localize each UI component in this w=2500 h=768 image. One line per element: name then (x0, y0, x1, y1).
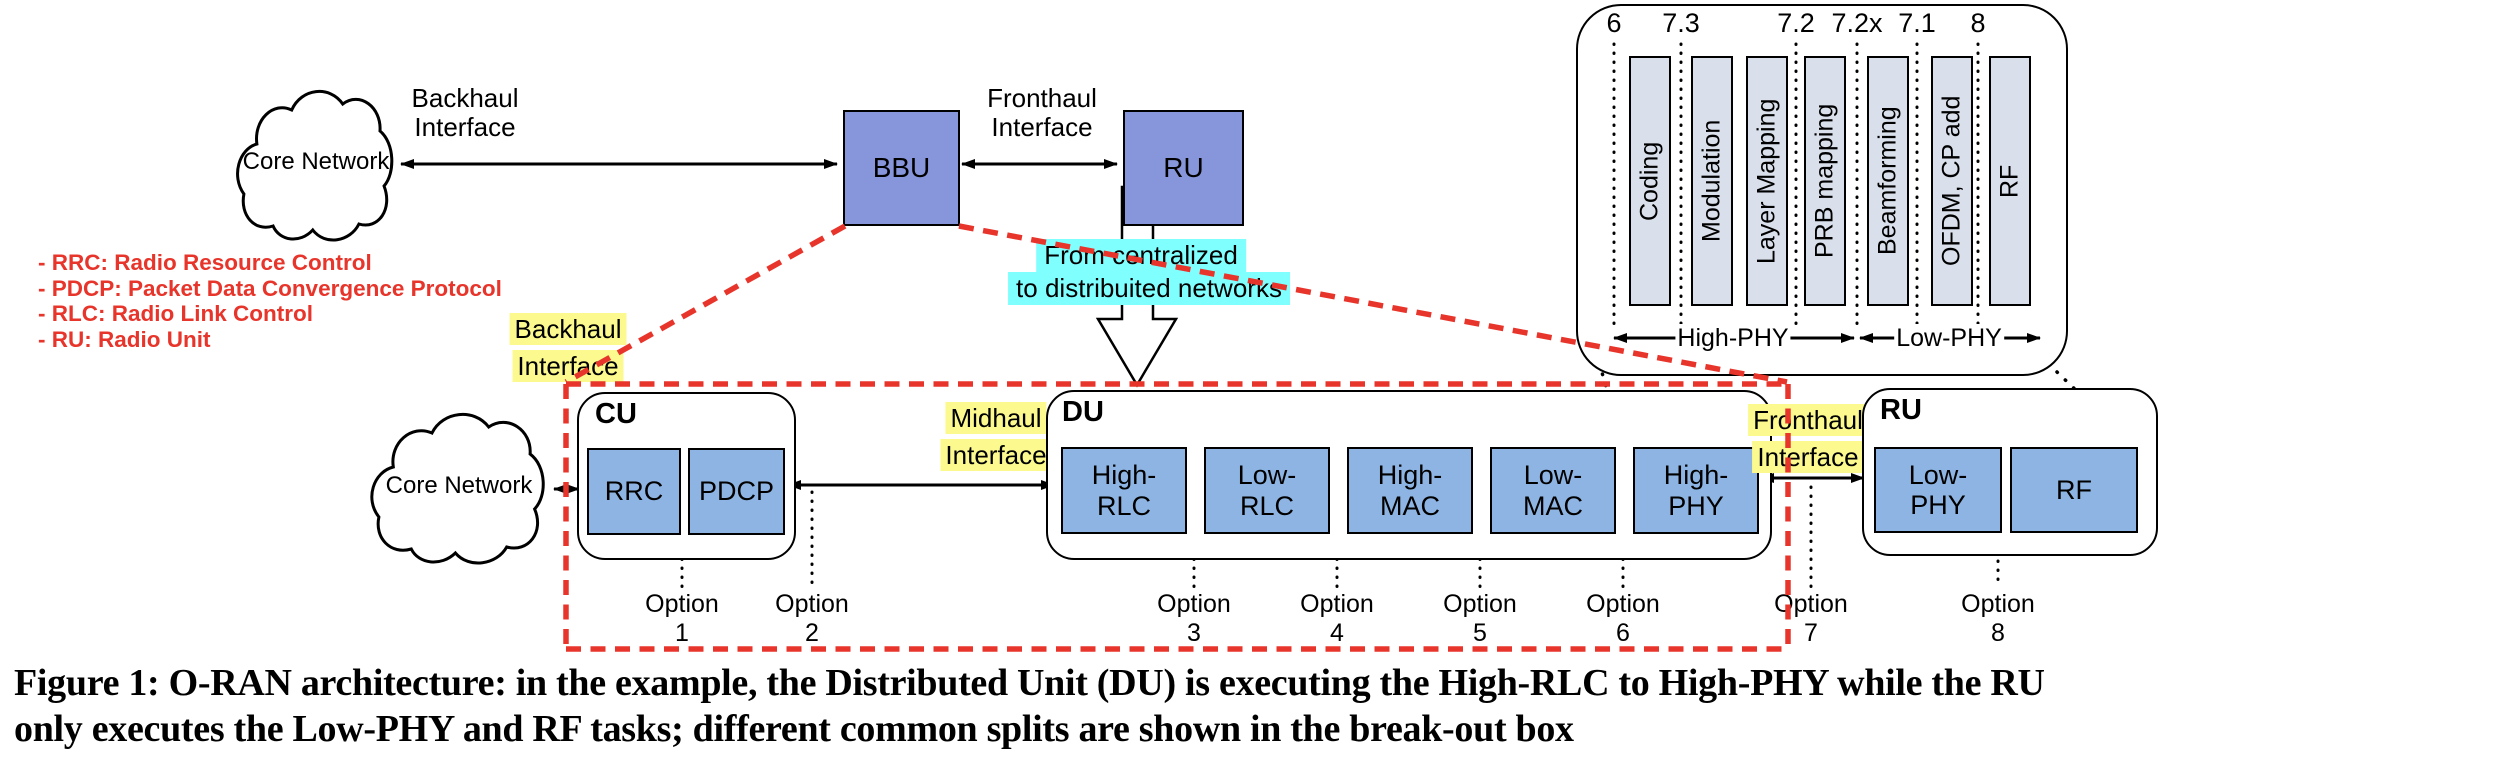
transition-note-line1: From centralized (1036, 239, 1246, 272)
low-rlc-line1: Low- (1237, 460, 1297, 490)
high-phy-range-label: High-PHY (1675, 324, 1791, 353)
high-rlc-line1: High- (1091, 460, 1157, 490)
rrc-box: RRC (587, 448, 681, 535)
rf-box: RF (2010, 447, 2138, 533)
option-1-label: Option 1 (617, 590, 747, 648)
fronthaul-label-line2: Interface (1752, 441, 1864, 473)
breakout-block-prb-mapping: PRB mapping (1804, 56, 1846, 306)
option-number: 5 (1473, 619, 1487, 647)
fronthaul-interface-line1: Fronthaul (987, 83, 1097, 113)
low-phy-box: Low- PHY (1874, 447, 2002, 533)
split-number: 7.1 (1898, 8, 1936, 38)
acronym-legend: - RRC: Radio Resource Control - PDCP: Pa… (38, 250, 502, 352)
ru-box-top: RU (1123, 110, 1244, 226)
split-number: 7.2 (1777, 8, 1815, 38)
high-mac-line1: High- (1377, 460, 1443, 490)
backhaul-interface-line1: Backhaul (411, 83, 519, 113)
option-2-label: Option 2 (747, 590, 877, 648)
cu-title: CU (595, 398, 637, 430)
option-4-label: Option 4 (1272, 590, 1402, 648)
split-number: 7.3 (1662, 8, 1700, 38)
fronthaul-interface-line2: Interface (991, 112, 1093, 142)
high-mac-line2: MAC (1380, 490, 1440, 521)
core-network-label-top: Core Network (242, 148, 390, 175)
transition-note-line2: to distribuited networks (1008, 272, 1290, 305)
option-word: Option (1300, 590, 1374, 618)
option-7-label: Option 7 (1746, 590, 1876, 648)
fronthaul-interface-label-top: Fronthaul Interface (962, 84, 1122, 142)
legend-item-pdcp: - PDCP: Packet Data Convergence Protocol (38, 275, 502, 301)
option-6-label: Option 6 (1558, 590, 1688, 648)
option-number: 1 (675, 619, 689, 647)
low-rlc-line2: RLC (1239, 490, 1294, 521)
high-mac-box: High- MAC (1347, 447, 1473, 534)
transition-note-line2-wrap: to distribuited networks (1008, 272, 1290, 305)
breakout-block-rf: RF (1989, 56, 2031, 306)
option-8-label: Option 8 (1933, 590, 2063, 648)
option-word: Option (775, 590, 849, 618)
caption-line2: only executes the Low-PHY and RF tasks; … (14, 708, 1574, 750)
breakout-block-modulation: Modulation (1691, 56, 1733, 306)
backhaul-interface-label-top: Backhaul Interface (395, 84, 535, 142)
split-number: 7.2x (1831, 8, 1883, 38)
high-rlc-line2: RLC (1096, 490, 1151, 521)
breakout-block-layer-mapping: Layer Mapping (1746, 56, 1788, 306)
option-word: Option (1961, 590, 2035, 618)
low-phy-line1: Low- (1908, 459, 1968, 490)
breakout-block-beamforming: Beamforming (1867, 56, 1909, 306)
low-mac-box: Low- MAC (1490, 447, 1616, 534)
midhaul-label-line1: Midhaul (945, 402, 1047, 434)
high-rlc-box: High- RLC (1061, 447, 1187, 534)
legend-item-rrc: - RRC: Radio Resource Control (38, 250, 372, 275)
option-word: Option (1586, 590, 1660, 618)
option-number: 6 (1616, 619, 1630, 647)
pdcp-box: PDCP (688, 448, 785, 535)
backhaul-label-line1: Backhaul (509, 313, 627, 345)
option-word: Option (1157, 590, 1231, 618)
transition-note-line1-wrap: From centralized (1036, 239, 1246, 272)
du-title: DU (1062, 396, 1104, 428)
legend-item-rlc: - RLC: Radio Link Control (38, 301, 313, 326)
low-mac-line2: MAC (1523, 490, 1583, 521)
ru-title: RU (1880, 394, 1922, 426)
option-word: Option (645, 590, 719, 618)
option-number: 8 (1991, 619, 2005, 647)
low-phy-range-label: Low-PHY (1894, 324, 2004, 353)
low-rlc-box: Low- RLC (1204, 447, 1330, 534)
split-number: 6 (1606, 8, 1622, 38)
option-word: Option (1443, 590, 1517, 618)
legend-item-ru: - RU: Radio Unit (38, 326, 211, 352)
core-network-label-bottom: Core Network (385, 472, 533, 499)
bbu-box: BBU (843, 110, 960, 226)
caption-line1: Figure 1: O-RAN architecture: in the exa… (14, 662, 2045, 704)
midhaul-interface-label: Midhaul Interface (940, 402, 1052, 476)
fronthaul-interface-label-bottom: Fronthaul Interface (1748, 404, 1868, 478)
option-number: 7 (1804, 619, 1818, 647)
midhaul-label-line2: Interface (940, 439, 1052, 471)
split-number: 8 (1970, 8, 1986, 38)
figure-caption: Figure 1: O-RAN architecture: in the exa… (14, 660, 2045, 752)
option-word: Option (1774, 590, 1848, 618)
high-phy-line2: PHY (1668, 490, 1724, 521)
low-phy-line2: PHY (1910, 490, 1966, 520)
option-number: 4 (1330, 619, 1344, 647)
backhaul-interface-line2: Interface (414, 112, 516, 142)
breakout-block-ofdm-cp-add: OFDM, CP add (1931, 56, 1973, 306)
breakout-block-coding: Coding (1629, 56, 1671, 306)
option-number: 3 (1187, 619, 1201, 647)
high-phy-box: High- PHY (1633, 447, 1759, 534)
backhaul-label-line2: Interface (512, 350, 624, 382)
option-3-label: Option 3 (1129, 590, 1259, 648)
option-number: 2 (805, 619, 819, 647)
high-phy-line1: High- (1663, 460, 1729, 490)
backhaul-interface-label-bottom: Backhaul Interface (509, 313, 627, 387)
fronthaul-label-line1: Fronthaul (1748, 404, 1868, 436)
option-5-label: Option 5 (1415, 590, 1545, 648)
low-mac-line1: Low- (1523, 460, 1583, 490)
